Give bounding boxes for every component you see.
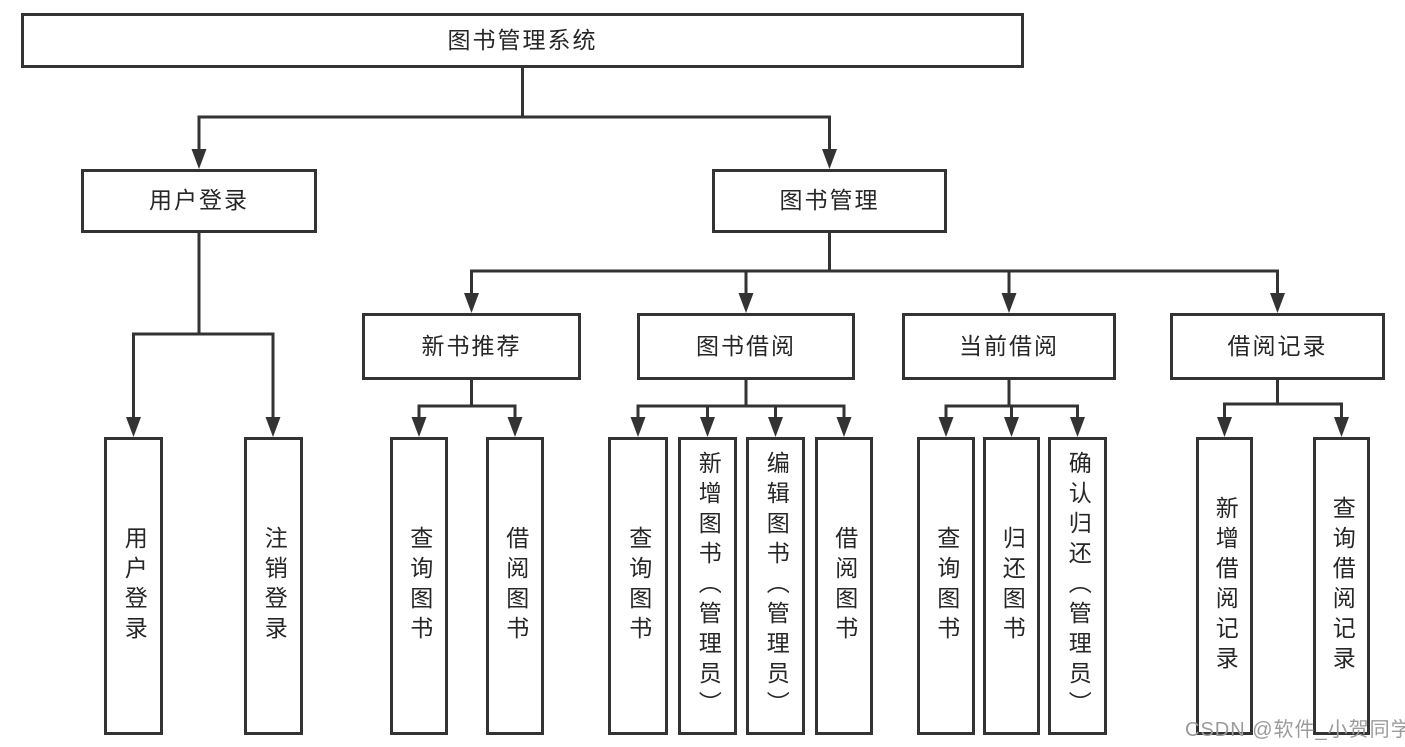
arrowhead <box>1217 417 1232 437</box>
leaf-edit-book-admin: 编辑图书（管理员） <box>746 437 805 735</box>
node-library-management-system: 图书管理系统 <box>21 13 1024 68</box>
arrowhead <box>768 417 783 437</box>
arrowhead <box>126 417 141 437</box>
leaf-query-books-current: 查询图书 <box>917 437 975 735</box>
leaf-query-books-recommend: 查询图书 <box>390 437 448 735</box>
node-book-management: 图书管理 <box>712 169 947 233</box>
leaf-add-book-admin: 新增图书（管理员） <box>678 437 737 735</box>
arrowhead <box>1270 293 1285 313</box>
leaf-return-book: 归还图书 <box>983 437 1040 735</box>
leaf-user-login: 用户登录 <box>104 437 163 735</box>
arrowhead <box>738 293 754 313</box>
leaf-borrow-book: 借阅图书 <box>815 437 873 735</box>
arrowhead <box>836 417 852 437</box>
arrowhead <box>265 417 281 437</box>
node-new-book-recommend: 新书推荐 <box>362 313 581 380</box>
edge-user-login-to-leaves <box>132 233 275 419</box>
arrowhead <box>411 417 427 437</box>
leaf-add-borrow-record: 新增借阅记录 <box>1196 437 1253 735</box>
arrowhead <box>630 417 646 437</box>
arrowhead <box>700 417 715 437</box>
arrowhead <box>1070 417 1085 437</box>
node-borrow-record: 借阅记录 <box>1170 313 1385 380</box>
arrowhead <box>822 149 837 169</box>
leaf-borrow-books-recommend: 借阅图书 <box>486 437 544 735</box>
leaf-logout-login: 注销登录 <box>244 437 303 735</box>
edge-book-management-to-level3 <box>470 233 1279 295</box>
csdn-watermark: CSDN @软件_小贺同学 <box>1185 719 1405 741</box>
leaf-query-borrow-record: 查询借阅记录 <box>1313 437 1370 735</box>
node-book-borrow: 图书借阅 <box>637 313 855 380</box>
arrowhead <box>1334 417 1349 437</box>
node-current-borrow: 当前借阅 <box>902 313 1116 380</box>
edge-current-borrow-to-leaves <box>944 380 1079 419</box>
arrowhead <box>507 417 523 437</box>
edge-book-borrow-to-leaves <box>636 380 846 419</box>
leaf-confirm-return-admin: 确认归还（管理员） <box>1048 437 1107 735</box>
arrowhead <box>1004 417 1019 437</box>
leaf-query-books-borrow: 查询图书 <box>608 437 668 735</box>
edge-new-book-to-leaves <box>417 380 517 419</box>
arrowhead <box>464 293 479 313</box>
edge-root-to-level2 <box>197 68 831 151</box>
arrowhead <box>938 417 954 437</box>
node-user-login: 用户登录 <box>81 169 317 233</box>
arrowhead <box>1001 293 1017 313</box>
arrowhead <box>191 149 207 169</box>
edge-borrow-record-to-leaves <box>1223 380 1343 419</box>
